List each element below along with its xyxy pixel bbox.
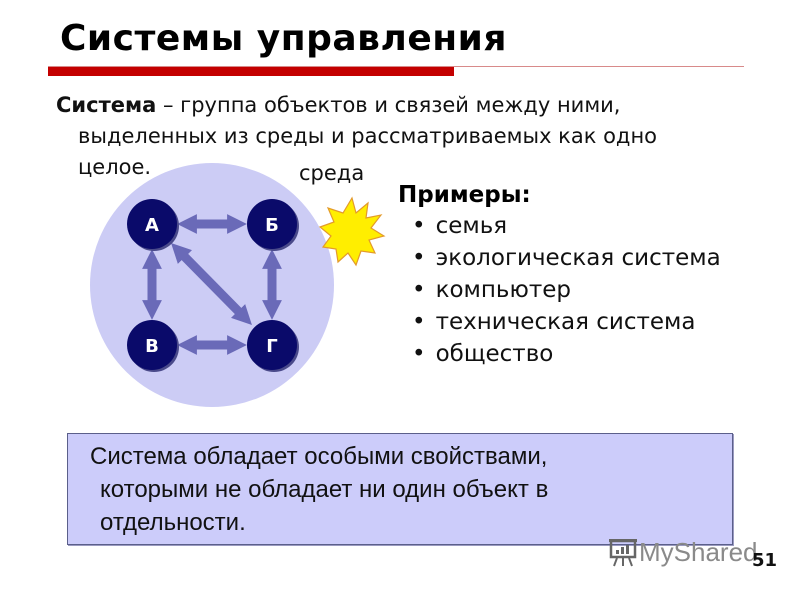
note-text: Система обладает особыми свойствами, кот… <box>90 440 730 539</box>
node-b-label: Б <box>265 215 279 236</box>
definition-text: Система – группа объектов и связей между… <box>56 90 776 183</box>
presentation-board-icon <box>609 538 637 566</box>
starburst-icon <box>318 196 386 267</box>
note-line2: которыми не обладает ни один объект в <box>100 476 549 503</box>
definition-line2: выделенных из среды и рассматриваемых ка… <box>78 124 658 148</box>
example-item: компьютер <box>412 274 721 306</box>
arrow-a-g <box>171 242 252 326</box>
node-v <box>127 320 177 370</box>
examples-list: семья экологическая система компьютер те… <box>398 210 721 370</box>
example-item: общество <box>412 338 721 370</box>
node-b <box>247 199 297 249</box>
page-number: 51 <box>752 550 778 571</box>
example-item: техническая система <box>412 306 721 338</box>
note-line1: Система обладает особыми свойствами, <box>90 443 548 470</box>
examples-section: Примеры: семья экологическая система ком… <box>398 180 721 370</box>
example-item: экологическая система <box>412 242 721 274</box>
examples-title: Примеры: <box>398 182 531 208</box>
link-arrows <box>142 214 282 355</box>
node-a-label: А <box>145 215 159 236</box>
title-underline-thin <box>48 66 744 67</box>
node-a <box>127 199 177 249</box>
watermark-text: MyShared <box>639 537 758 567</box>
definition-line1: – группа объектов и связей между ними, <box>156 93 621 117</box>
note-line3: отдельности. <box>100 509 246 536</box>
environment-label: среда <box>299 161 365 185</box>
node-g <box>247 320 297 370</box>
example-item: семья <box>412 210 721 242</box>
nodes: А Б В Г <box>127 199 299 372</box>
note-box: Система обладает особыми свойствами, кот… <box>67 433 733 545</box>
watermark: MyShared <box>607 537 758 568</box>
node-g-label: Г <box>266 336 277 357</box>
title-underline-accent <box>48 67 454 76</box>
node-v-label: В <box>145 336 159 357</box>
slide-title: Системы управления <box>60 18 507 59</box>
definition-line3: целое. <box>78 155 152 179</box>
definition-term: Система <box>56 93 157 117</box>
